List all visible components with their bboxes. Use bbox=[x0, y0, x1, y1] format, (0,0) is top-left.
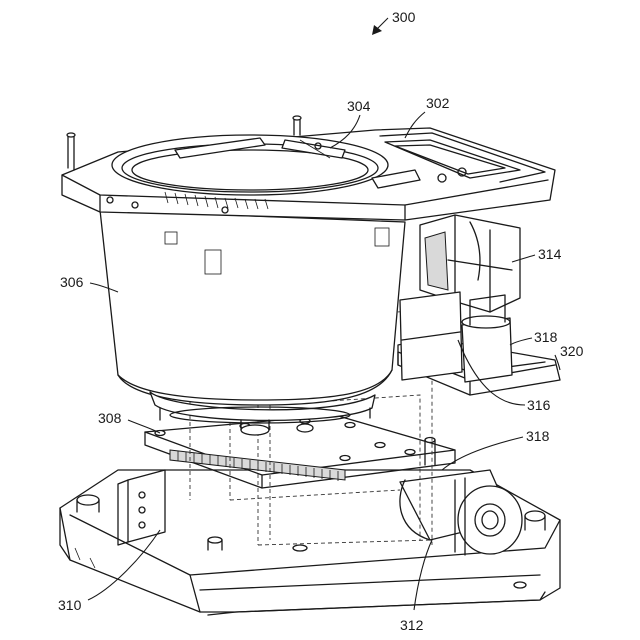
label-316: 316 bbox=[527, 397, 551, 413]
label-310: 310 bbox=[58, 597, 82, 613]
top-lid-302 bbox=[62, 116, 555, 220]
label-314: 314 bbox=[538, 246, 562, 262]
label-318-bottom: 318 bbox=[526, 428, 550, 444]
bucket-306 bbox=[100, 210, 405, 435]
label-320: 320 bbox=[560, 343, 584, 359]
label-304: 304 bbox=[347, 98, 371, 114]
right-assembly bbox=[398, 215, 560, 395]
figure-number: 300 bbox=[392, 9, 416, 25]
label-312: 312 bbox=[400, 617, 424, 633]
label-308: 308 bbox=[98, 410, 122, 426]
label-306: 306 bbox=[60, 274, 84, 290]
label-318-top: 318 bbox=[534, 329, 558, 345]
label-302: 302 bbox=[426, 95, 450, 111]
